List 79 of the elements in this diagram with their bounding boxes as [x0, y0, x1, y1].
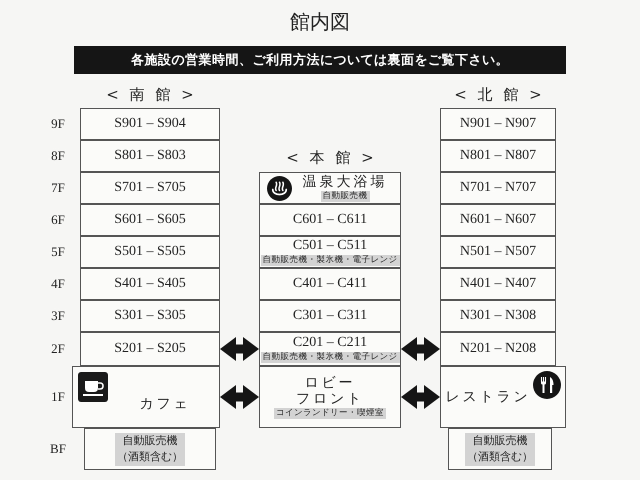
room-range: N201 – N208	[460, 341, 536, 357]
room-range: N501 – N507	[460, 244, 536, 260]
floor-box	[440, 140, 556, 172]
floor-box	[440, 236, 556, 268]
room-range: N601 – N607	[460, 212, 536, 228]
facility-note: 自動販売機	[320, 191, 370, 202]
floor-box	[80, 108, 220, 140]
room-range: N801 – N807	[460, 148, 536, 164]
floor-label: 7F	[51, 180, 65, 196]
floor-box	[259, 204, 401, 236]
floor-box	[448, 428, 552, 470]
floor-box	[259, 300, 401, 332]
floor-box	[440, 268, 556, 300]
facility-note: 自動販売機・製氷機・電子レンジ	[260, 352, 400, 363]
floor-box	[259, 268, 401, 300]
room-range: C201 – C211	[292, 335, 368, 351]
floor-box	[80, 172, 220, 204]
room-range: S801 – S803	[114, 148, 186, 164]
notice-banner	[74, 46, 566, 74]
floor-box	[259, 172, 401, 204]
facility-note: 自動販売機（酒類含む）	[115, 432, 185, 466]
page-title: 館内図	[290, 8, 350, 36]
room-range: N901 – N907	[460, 116, 536, 132]
floor-box	[440, 332, 556, 366]
double-arrow	[401, 337, 440, 361]
floor-box	[80, 140, 220, 172]
room-range: N301 – N308	[460, 308, 536, 324]
double-arrow	[220, 385, 259, 409]
floor-box	[440, 366, 566, 428]
room-range: N701 – N707	[460, 180, 536, 196]
floor-label: 4F	[51, 276, 65, 292]
floor-box	[259, 236, 401, 268]
floor-label: 3F	[51, 308, 65, 324]
floor-box	[259, 332, 401, 366]
floor-box	[440, 108, 556, 140]
floor-box	[440, 204, 556, 236]
floor-label: 5F	[51, 244, 65, 260]
floor-box	[440, 300, 556, 332]
building-heading: < 北 館 >	[454, 86, 542, 104]
room-range: S901 – S904	[114, 116, 186, 132]
room-range: S201 – S205	[114, 341, 186, 357]
double-arrow	[401, 385, 440, 409]
room-range: C601 – C611	[292, 212, 368, 228]
floor-box	[80, 268, 220, 300]
floor-box	[80, 300, 220, 332]
room-range: C301 – C311	[292, 308, 368, 324]
floor-box	[80, 236, 220, 268]
floor-box	[80, 332, 220, 366]
facility-name: フロント	[296, 390, 364, 408]
facility-name: カフェ	[140, 396, 190, 412]
floor-label: 6F	[51, 212, 65, 228]
floor-box	[259, 366, 401, 428]
room-range: N401 – N407	[460, 276, 536, 292]
building-heading: < 本 館 >	[286, 148, 374, 168]
facility-name: 温泉大浴場	[302, 174, 388, 190]
room-range: S301 – S305	[114, 308, 186, 324]
room-range: S701 – S705	[114, 180, 186, 196]
floor-box	[440, 172, 556, 204]
facility-note: 自動販売機（酒類含む）	[465, 432, 535, 466]
building-heading: < 南 館 >	[106, 86, 194, 104]
floor-label: 8F	[51, 148, 65, 164]
room-range: C501 – C511	[292, 238, 368, 254]
room-range: S601 – S605	[114, 212, 186, 228]
facility-note: コインランドリー・喫煙室	[274, 408, 386, 420]
floor-box	[72, 366, 220, 428]
room-range: S501 – S505	[114, 244, 186, 260]
floor-label: 1F	[51, 389, 65, 405]
notice-text: 各施設の営業時間、ご利用方法については裏面をご覧下さい。	[131, 52, 509, 69]
facility-name: ロビー	[304, 374, 356, 391]
room-range: C401 – C411	[292, 276, 368, 292]
facility-note: 自動販売機・製氷機・電子レンジ	[260, 254, 400, 266]
floor-box	[84, 428, 216, 470]
facility-name: レストラン	[446, 388, 530, 406]
room-range: S401 – S405	[114, 276, 186, 292]
floor-label: 9F	[51, 116, 65, 132]
floor-label: 2F	[51, 341, 65, 357]
floor-label: BF	[50, 441, 66, 457]
floor-box	[80, 204, 220, 236]
double-arrow	[220, 337, 259, 361]
